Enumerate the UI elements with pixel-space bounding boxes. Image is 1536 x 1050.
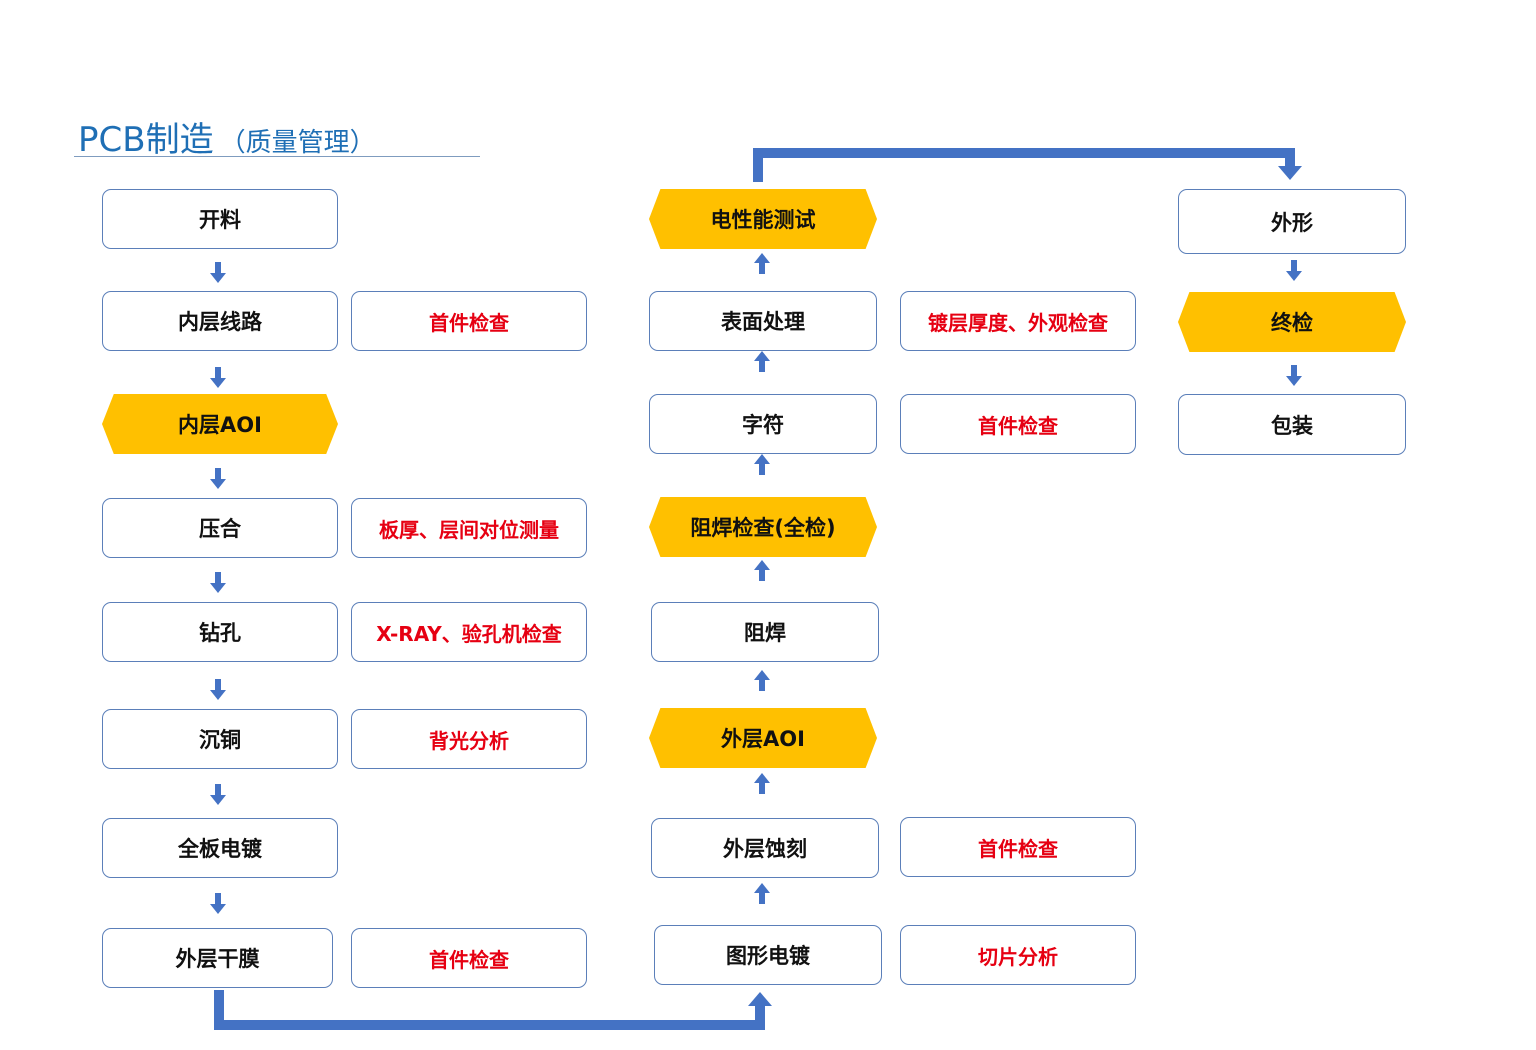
arrow-up-icon (754, 454, 770, 475)
page-title: PCB制造（质量管理） (78, 112, 376, 161)
arrow-up-icon (754, 773, 770, 794)
step-zifu: 字符 (649, 394, 877, 454)
check-chentong: 背光分析 (351, 709, 587, 769)
check-tuxing-diandu: 切片分析 (900, 925, 1136, 985)
arrow-down-icon (210, 784, 226, 805)
step-neiceng-aoi: 内层AOI (102, 394, 338, 454)
step-quanban-diandu: 全板电镀 (102, 818, 338, 878)
step-dianxingneng-ceshi: 电性能测试 (649, 189, 877, 249)
connector-top (753, 148, 1295, 182)
step-neiceng-xianlu: 内层线路 (102, 291, 338, 351)
check-yahe: 板厚、层间对位测量 (351, 498, 587, 558)
arrow-down-icon (210, 893, 226, 914)
arrow-down-icon (210, 468, 226, 489)
arrow-down-icon (1278, 166, 1302, 180)
step-waiceng-ganmo: 外层干膜 (102, 928, 333, 988)
connector-bottom (214, 990, 765, 1030)
arrow-up-icon (754, 883, 770, 904)
step-kailiao: 开料 (102, 189, 338, 249)
check-zuankong: X-RAY、验孔机检查 (351, 602, 587, 662)
arrow-up-icon (748, 992, 772, 1006)
arrow-up-icon (754, 670, 770, 691)
step-baozhuang: 包装 (1178, 394, 1406, 455)
arrow-down-icon (210, 679, 226, 700)
check-waiceng-shike: 首件检查 (900, 817, 1136, 877)
step-zuhan: 阻焊 (651, 602, 879, 662)
step-chentong: 沉铜 (102, 709, 338, 769)
step-zhongjian: 终检 (1178, 292, 1406, 352)
step-waiceng-shike: 外层蚀刻 (651, 818, 879, 878)
step-waiceng-aoi: 外层AOI (649, 708, 877, 768)
check-zifu: 首件检查 (900, 394, 1136, 454)
step-waixing: 外形 (1178, 189, 1406, 254)
step-tuxing-diandu: 图形电镀 (654, 925, 882, 985)
step-biaomian-chuli: 表面处理 (649, 291, 877, 351)
title-underline (74, 156, 480, 157)
check-biaomian-chuli: 镀层厚度、外观检查 (900, 291, 1136, 351)
step-zuankong: 钻孔 (102, 602, 338, 662)
arrow-down-icon (1286, 260, 1302, 281)
arrow-up-icon (754, 253, 770, 274)
arrow-up-icon (754, 560, 770, 581)
step-zuhan-jiancha: 阻焊检查(全检) (649, 497, 877, 557)
arrow-down-icon (210, 367, 226, 388)
arrow-down-icon (210, 262, 226, 283)
title-sub: （质量管理） (219, 128, 376, 158)
check-neiceng-xianlu: 首件检查 (351, 291, 587, 351)
arrow-down-icon (210, 572, 226, 593)
arrow-down-icon (1286, 365, 1302, 386)
step-yahe: 压合 (102, 498, 338, 558)
check-waiceng-ganmo: 首件检查 (351, 928, 587, 988)
arrow-up-icon (754, 351, 770, 372)
title-main: PCB制造 (78, 120, 214, 160)
